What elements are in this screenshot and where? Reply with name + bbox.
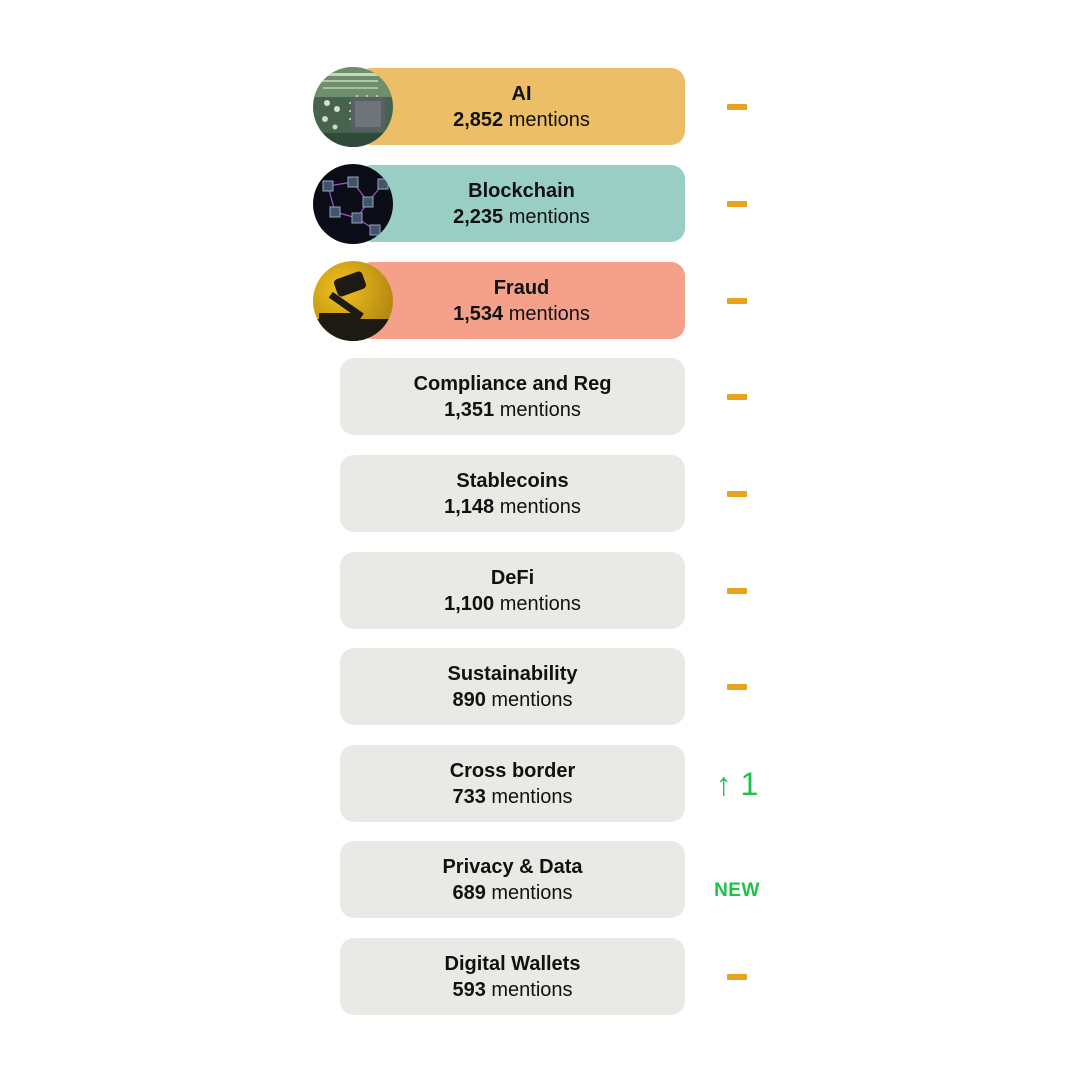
no-change-dash-icon: [727, 587, 747, 594]
topic-pill-cross-border: Cross border 733 mentions: [340, 745, 685, 822]
rank-change-indicator: ↑ 1: [700, 745, 774, 822]
topic-pill-ai: AI 2,852 mentions: [358, 68, 685, 145]
mentions-label: mentions: [508, 108, 590, 131]
topic-name: Cross border: [449, 759, 576, 782]
mention-count: 593: [452, 978, 486, 1001]
topic-name: Blockchain: [468, 179, 575, 202]
rank-change-indicator: [700, 358, 774, 435]
ranking-row-defi: DeFi 1,100 mentions: [0, 552, 1080, 629]
no-change-dash-icon: [727, 973, 747, 980]
ranking-row-sustainability: Sustainability 890 mentions: [0, 648, 1080, 725]
ranking-row-cross-border: Cross border 733 mentions ↑ 1: [0, 745, 1080, 822]
new-entry-badge: NEW: [714, 879, 760, 901]
mention-count: 1,148: [444, 495, 495, 518]
rank-change-indicator: [700, 165, 774, 242]
no-change-dash-icon: [727, 103, 747, 110]
mention-count: 2,852: [453, 108, 504, 131]
rank-up-text: ↑ 1: [715, 765, 759, 802]
topic-pill-sustainability: Sustainability 890 mentions: [340, 648, 685, 725]
topic-name: Compliance and Reg: [413, 372, 612, 395]
circuit-board-image: [313, 67, 393, 147]
topic-pill-compliance: Compliance and Reg 1,351 mentions: [340, 358, 685, 435]
blockchain-network-image: [313, 164, 393, 244]
rank-change-indicator: NEW: [700, 841, 774, 918]
mention-count: 2,235: [453, 205, 504, 228]
rank-change-indicator: [700, 68, 774, 145]
topic-name: Sustainability: [447, 662, 578, 685]
topic-name: Stablecoins: [456, 469, 569, 492]
no-change-dash-icon: [727, 297, 747, 304]
rank-change-indicator: [700, 455, 774, 532]
no-change-dash-icon: [727, 200, 747, 207]
mentions-label: mentions: [491, 785, 573, 808]
ranking-row-fraud: Fraud 1,534 mentions: [0, 261, 1080, 341]
mentions-label: mentions: [491, 978, 573, 1001]
topic-pill-stablecoins: Stablecoins 1,148 mentions: [340, 455, 685, 532]
mention-count: 1,351: [444, 398, 495, 421]
mentions-label: mentions: [491, 881, 573, 904]
mentions-label: mentions: [491, 688, 573, 711]
mentions-label: mentions: [499, 495, 581, 518]
no-change-dash-icon: [727, 683, 747, 690]
ranking-row-privacy: Privacy & Data 689 mentions NEW: [0, 841, 1080, 918]
topic-pill-blockchain: Blockchain 2,235 mentions: [358, 165, 685, 242]
rank-change-indicator: [700, 938, 774, 1015]
ranking-row-digital-wallets: Digital Wallets 593 mentions: [0, 938, 1080, 1015]
no-change-dash-icon: [727, 490, 747, 497]
mention-count: 689: [452, 881, 486, 904]
ranking-row-stablecoins: Stablecoins 1,148 mentions: [0, 455, 1080, 532]
ranking-row-compliance: Compliance and Reg 1,351 mentions: [0, 358, 1080, 435]
no-change-dash-icon: [727, 393, 747, 400]
gavel-image: [313, 261, 393, 341]
topic-pill-fraud: Fraud 1,534 mentions: [358, 262, 685, 339]
mentions-label: mentions: [499, 592, 581, 615]
topic-name: Privacy & Data: [442, 855, 583, 878]
topic-name: DeFi: [490, 566, 535, 589]
topic-pill-defi: DeFi 1,100 mentions: [340, 552, 685, 629]
rank-change-indicator: [700, 648, 774, 725]
mention-count: 733: [452, 785, 486, 808]
ranking-row-blockchain: Blockchain 2,235 mentions: [0, 164, 1080, 244]
mention-count: 1,534: [453, 302, 504, 325]
topic-name: AI: [511, 82, 532, 105]
mention-count: 1,100: [444, 592, 495, 615]
mentions-label: mentions: [508, 302, 590, 325]
mentions-label: mentions: [499, 398, 581, 421]
topic-pill-privacy: Privacy & Data 689 mentions: [340, 841, 685, 918]
topic-name: Fraud: [493, 276, 550, 299]
rank-change-indicator: [700, 552, 774, 629]
mentions-label: mentions: [508, 205, 590, 228]
topic-name: Digital Wallets: [444, 952, 581, 975]
ranking-row-ai: AI 2,852 mentions: [0, 67, 1080, 147]
mention-count: 890: [452, 688, 486, 711]
topic-pill-digital-wallets: Digital Wallets 593 mentions: [340, 938, 685, 1015]
rank-change-indicator: [700, 262, 774, 339]
